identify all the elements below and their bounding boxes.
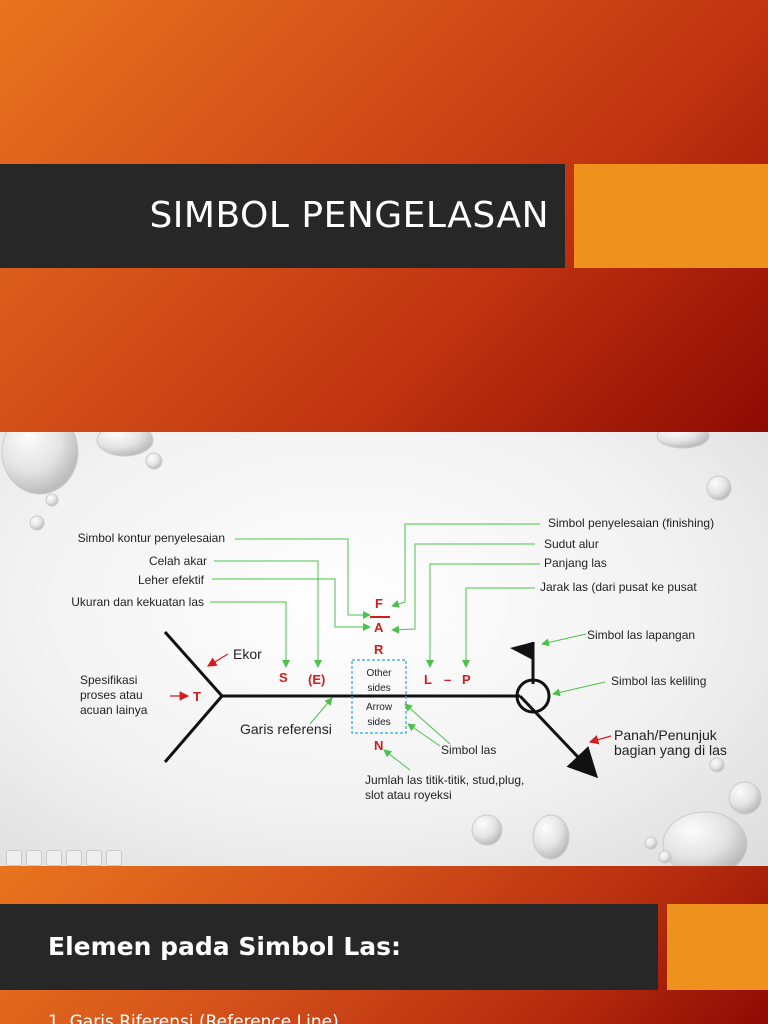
nav-icon[interactable]	[66, 850, 82, 866]
symbol-letter-f: F	[375, 596, 383, 611]
label-panjang-las: Panjang las	[544, 556, 607, 570]
arrow-line	[518, 694, 599, 779]
tail-upper	[163, 631, 224, 697]
label-garis-referensi: Garis referensi	[240, 721, 332, 737]
droplet-decoration	[1, 432, 762, 866]
symbol-letter-n: N	[374, 738, 384, 753]
label-simbol-penyelesaian: Simbol penyelesaian (finishing)	[548, 516, 715, 530]
label-spesifikasi: Spesifikasi proses atau acuan lainya	[80, 673, 148, 717]
welding-symbol-diagram	[1, 432, 762, 866]
symbol-letter-e: (E)	[308, 672, 326, 687]
field-weld-flag	[510, 642, 533, 660]
accent-box	[574, 164, 768, 268]
label-ekor: Ekor	[233, 646, 262, 662]
label-jumlah-las: Jumlah las titik-titik, stud,plug, slot …	[365, 773, 525, 802]
label-celah-akar: Celah akar	[148, 554, 207, 568]
nav-icon[interactable]	[46, 850, 62, 866]
label-simbol-las: Simbol las	[441, 743, 497, 757]
symbol-dash: –	[444, 672, 452, 687]
symbol-letter-l: L	[424, 672, 432, 687]
title-bar: SIMBOL PENGELASAN	[0, 164, 565, 268]
nav-icon[interactable]	[6, 850, 22, 866]
symbol-letter-r: R	[374, 642, 384, 657]
label-arrow-sides: Arrow sides	[365, 702, 393, 728]
diagram-slide: Simbol kontur penyelesaian Celah akar Le…	[0, 432, 768, 866]
nav-icon[interactable]	[106, 850, 122, 866]
symbol-letter-s: S	[279, 670, 288, 685]
label-leher-efektif: Leher efektif	[137, 573, 204, 587]
symbol-letter-t: T	[193, 689, 201, 704]
nav-icon[interactable]	[86, 850, 102, 866]
list-item: 1. Garis Riferensi (Reference Line)	[48, 1012, 339, 1024]
sides-box	[351, 659, 407, 734]
slide-nav-controls[interactable]	[6, 850, 122, 866]
label-other-sides: Other sides	[366, 668, 392, 694]
label-simbol-kontur: Simbol kontur penyelesaian	[77, 531, 225, 545]
elements-slide: Elemen pada Simbol Las: 1. Garis Riferen…	[0, 866, 768, 1024]
slide-title: SIMBOL PENGELASAN	[149, 195, 549, 236]
label-simbol-las-keliling: Simbol las keliling	[611, 674, 707, 688]
label-jarak-las: Jarak las (dari pusat ke pusat	[540, 580, 697, 594]
symbol-letter-p: P	[462, 672, 471, 687]
title-slide: SIMBOL PENGELASAN	[0, 0, 768, 432]
symbol-letter-a: A	[374, 620, 384, 635]
nav-icon[interactable]	[26, 850, 42, 866]
accent-box	[667, 904, 768, 990]
tail-lower	[163, 695, 224, 763]
slide-heading: Elemen pada Simbol Las:	[48, 932, 401, 961]
label-ukuran-kekuatan: Ukuran dan kekuatan las	[71, 595, 204, 609]
label-simbol-las-lapangan: Simbol las lapangan	[587, 628, 696, 642]
heading-bar: Elemen pada Simbol Las:	[0, 904, 658, 990]
label-panah-penunjuk: Panah/Penunjuk bagian yang di las	[614, 727, 727, 758]
label-sudut-alur: Sudut alur	[544, 537, 599, 551]
